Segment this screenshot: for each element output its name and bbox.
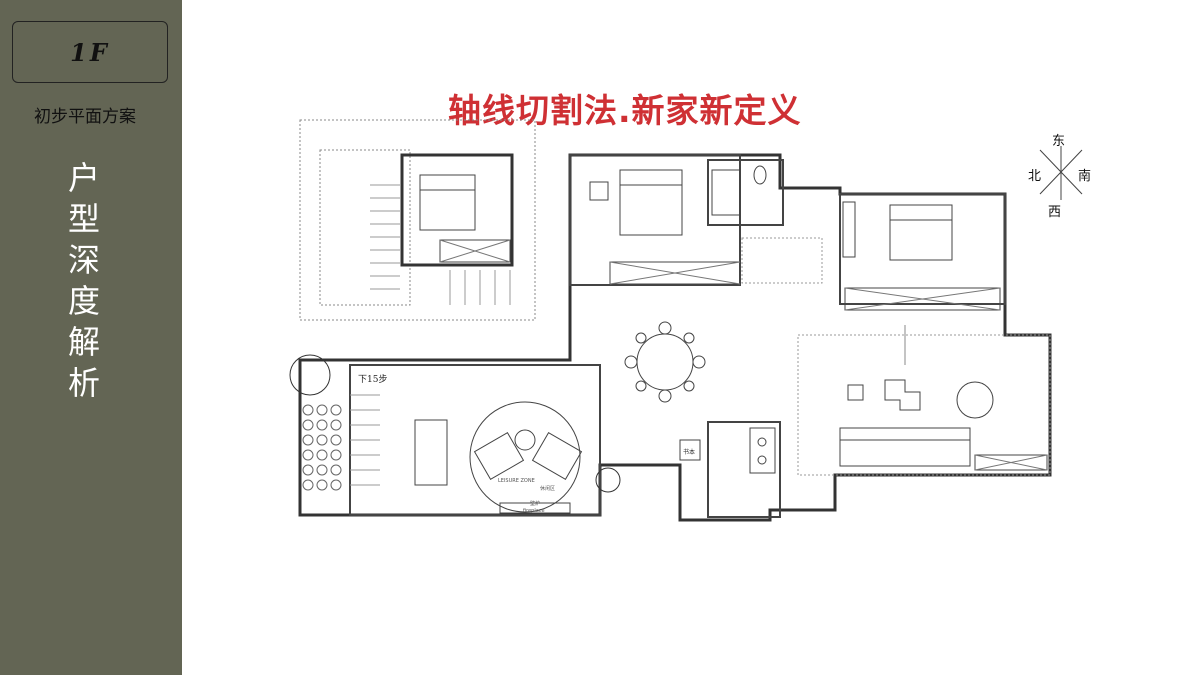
floor-plan: 下15步 LEISURE ZONE 休闲区 壁炉 fireplace 书本 <box>289 119 1052 522</box>
kitchen-counter <box>749 427 776 474</box>
vertical-title-char: 度 <box>67 282 100 320</box>
bedroom-2-bed <box>889 204 953 261</box>
compass-east: 东 <box>1052 134 1066 149</box>
main-outer-wall <box>298 153 1052 522</box>
subtitle: 初步平面方案 <box>34 107 136 127</box>
lounge-sofa-right <box>531 431 583 481</box>
vertical-title-char: 解 <box>67 323 100 361</box>
bedroom-1-wardrobe <box>609 261 741 285</box>
upper-room-bed <box>419 174 476 231</box>
lamp-table <box>847 384 864 401</box>
desk <box>414 419 448 486</box>
kitchen-cabinet <box>679 439 701 461</box>
floor-label: 1F <box>70 37 110 67</box>
compass-west: 西 <box>1048 205 1062 220</box>
fireplace-label: 壁炉 <box>530 500 540 507</box>
bedroom-2 <box>839 193 1006 305</box>
bedroom-1-bed <box>619 169 683 236</box>
stair-steps-bottom <box>449 270 511 305</box>
vertical-title: 户 型 深 度 解 析 <box>62 158 106 404</box>
upper-room-wardrobe <box>439 239 511 263</box>
lounge-sofa-left <box>473 431 525 481</box>
lounge-table <box>514 429 536 451</box>
sofa <box>839 427 971 467</box>
lounge-stairs <box>350 394 380 486</box>
upper-stair-inner <box>319 149 411 306</box>
fireplace <box>499 502 571 514</box>
compass: 东 北 南 西 <box>1024 130 1100 220</box>
cabinet-label: 书本 <box>683 448 695 456</box>
upper-stair-outline <box>299 119 536 321</box>
toilet <box>753 165 767 185</box>
compass-arrow-icon <box>1039 146 1083 200</box>
upper-room <box>400 153 514 267</box>
vertical-title-char: 户 <box>67 159 100 197</box>
lounge-area <box>349 364 601 516</box>
bathroom <box>707 159 784 226</box>
sidebar: 1F 初步平面方案 户 型 深 度 解 析 <box>0 0 182 675</box>
garden-tree <box>289 354 331 396</box>
bedroom-1 <box>569 154 741 286</box>
compass-north: 北 <box>1028 169 1042 184</box>
vertical-title-char: 型 <box>67 200 100 238</box>
coffee-table <box>884 379 921 411</box>
bedroom-2-wardrobe <box>844 287 1001 311</box>
floor-label-box: 1F <box>12 21 168 83</box>
plan-title: 轴线切割法.新家新定义 <box>448 91 802 130</box>
stove-burner <box>757 455 767 465</box>
bedroom-2-cabinet <box>842 201 856 258</box>
tv-wall-cabinet <box>974 454 1048 471</box>
bathtub <box>711 169 741 216</box>
lounge-label-cn: 休闲区 <box>540 485 555 492</box>
vertical-title-char: 析 <box>67 364 100 402</box>
stairs-label: 下15步 <box>358 374 387 385</box>
armchair <box>956 381 994 419</box>
bedroom-1-nightstand <box>589 181 609 201</box>
indoor-plant <box>595 467 621 493</box>
dining-table <box>636 333 694 391</box>
fireplace-label-en: fireplace <box>523 508 545 514</box>
kitchen <box>707 421 781 518</box>
vertical-title-char: 深 <box>67 241 100 279</box>
compass-south: 南 <box>1078 169 1092 184</box>
lounge-rug <box>469 401 581 513</box>
garden-planters <box>302 404 342 491</box>
stove-burner <box>757 437 767 447</box>
corridor <box>741 237 823 284</box>
dining-chairs <box>624 321 706 403</box>
living-room <box>797 334 1051 476</box>
stair-steps-left <box>370 184 400 290</box>
lounge-label: LEISURE ZONE <box>498 478 535 484</box>
